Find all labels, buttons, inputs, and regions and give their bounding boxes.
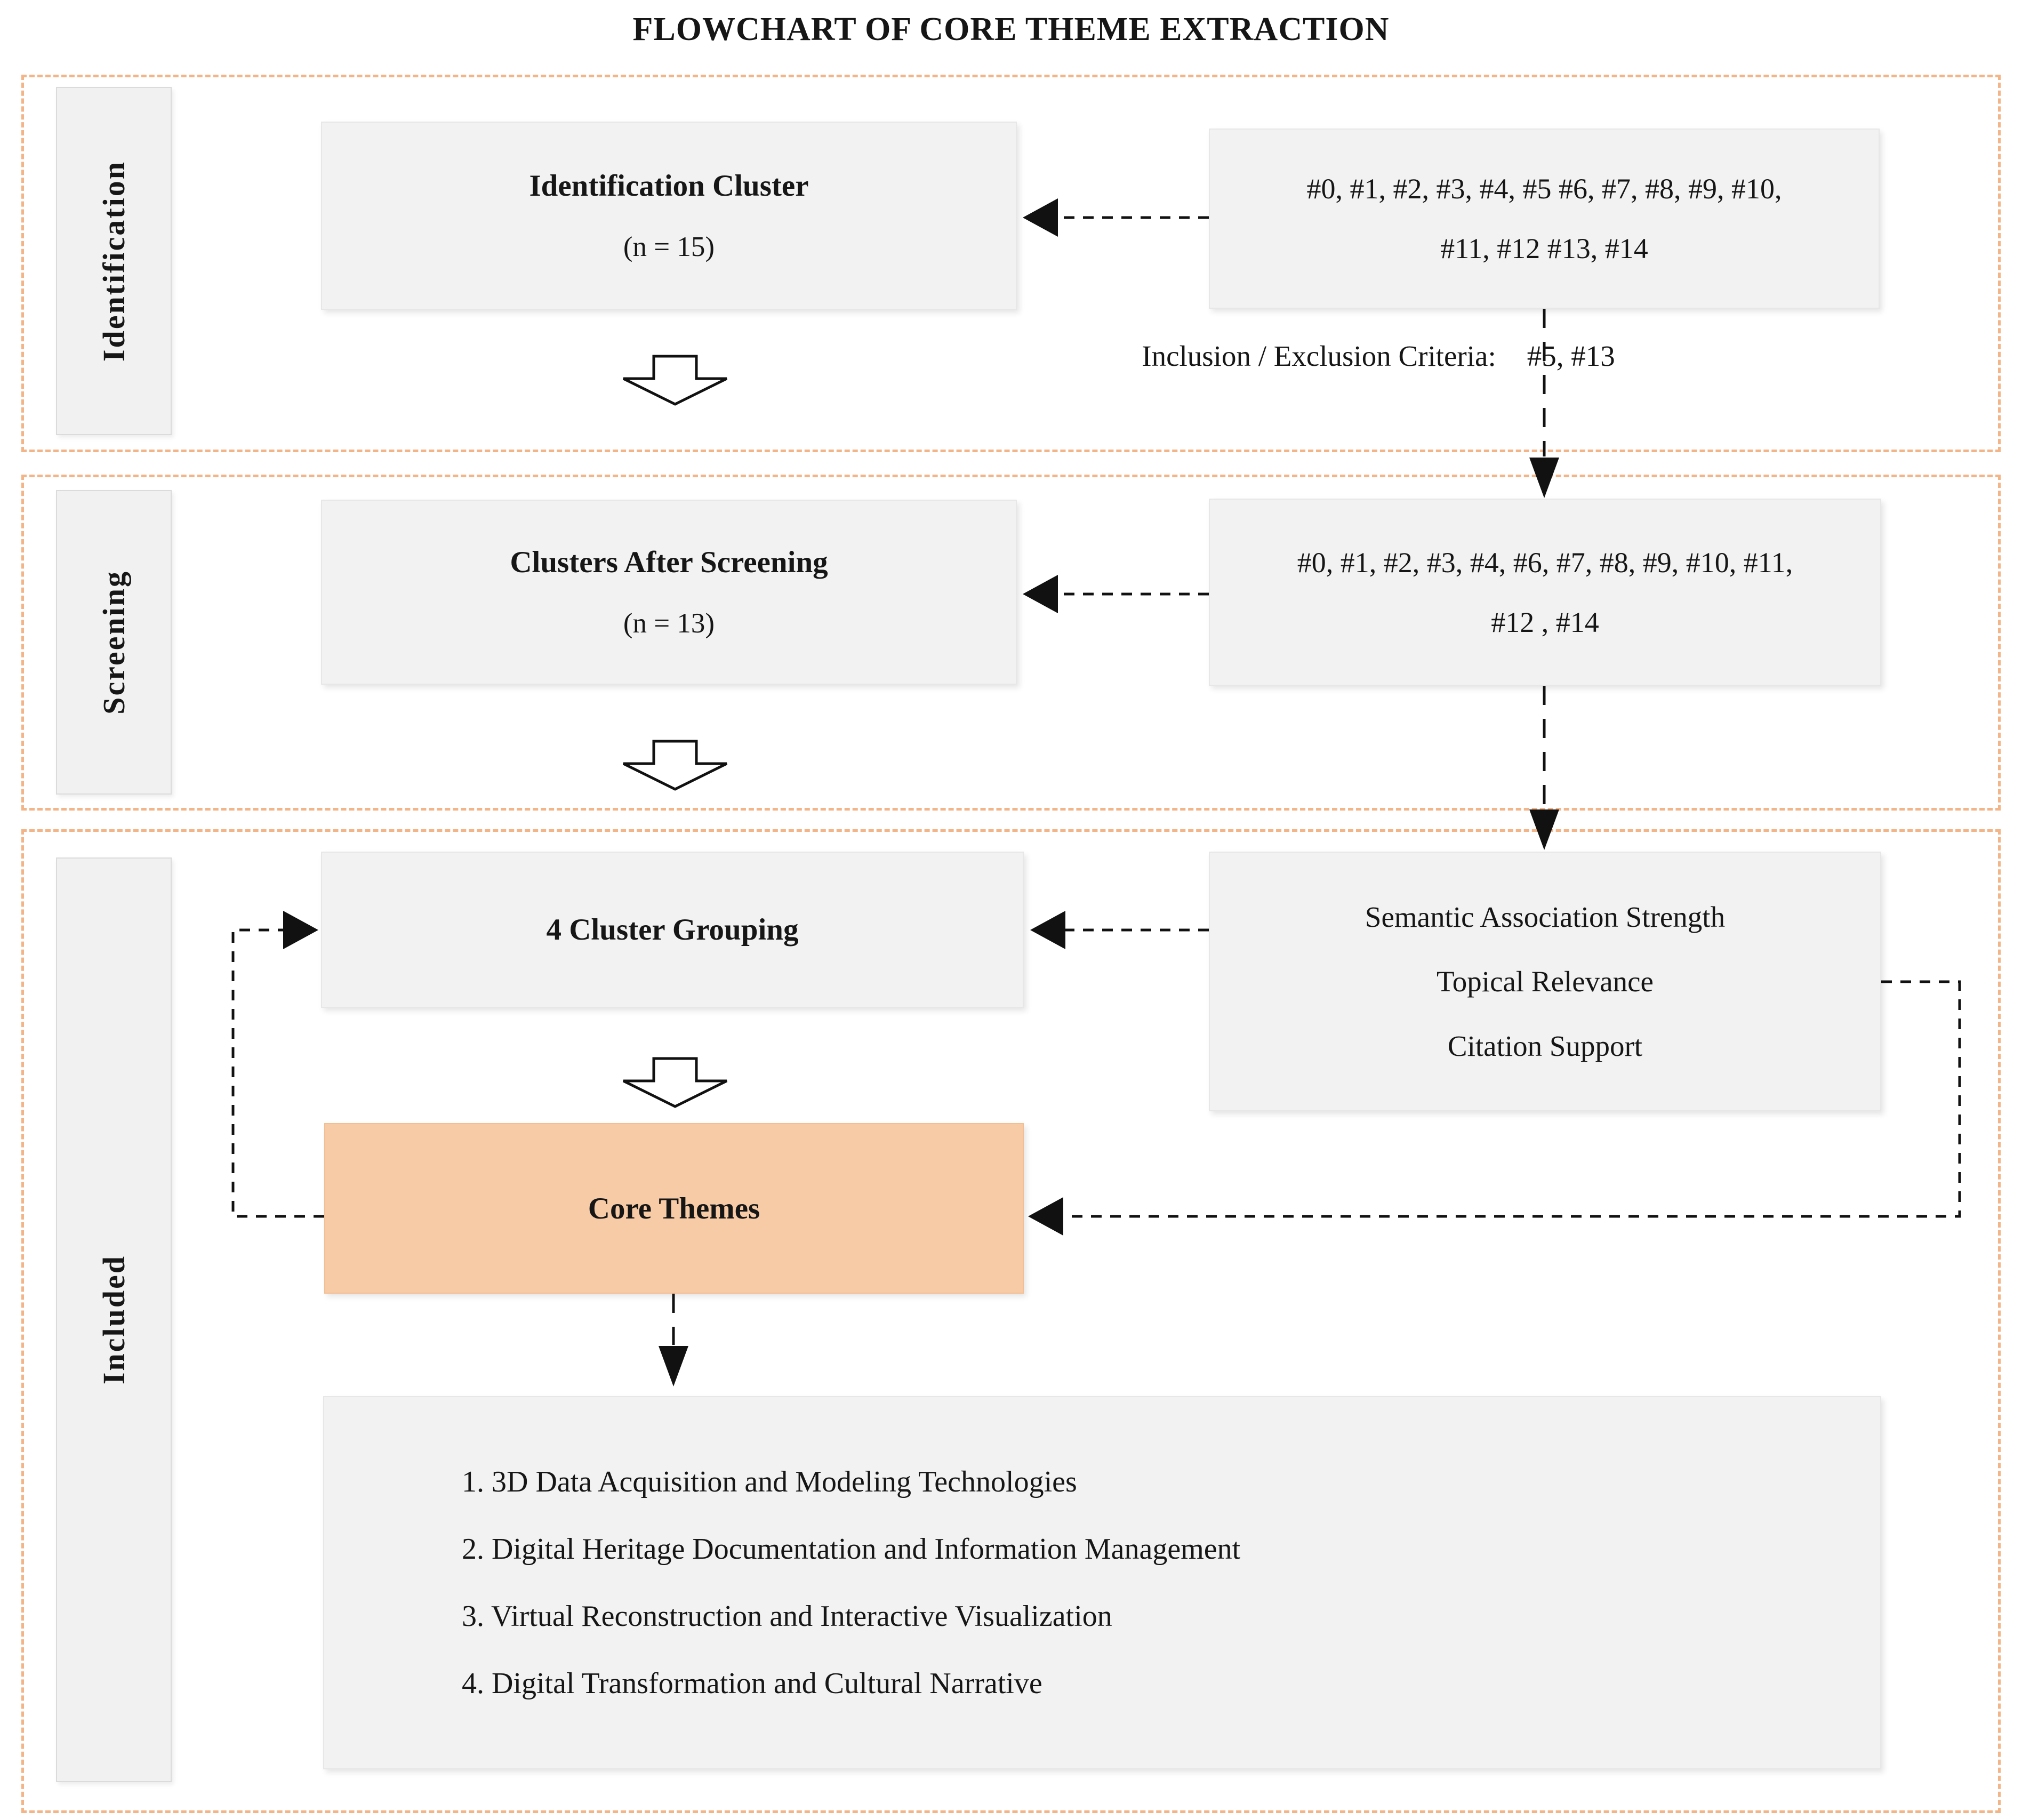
identification-cluster-box: Identification Cluster (n = 15) [321, 122, 1017, 310]
theme-item-4: 4. Digital Transformation and Cultural N… [462, 1667, 1042, 1700]
themes-list-box: 1. 3D Data Acquisition and Modeling Tech… [323, 1396, 1881, 1769]
inclusion-exclusion-criteria: Inclusion / Exclusion Criteria: #5, #13 [1088, 339, 1669, 373]
theme-item-1: 1. 3D Data Acquisition and Modeling Tech… [462, 1465, 1077, 1498]
stage-strip-screening: Screening [56, 490, 172, 795]
criteria-values: #5, #13 [1527, 340, 1615, 372]
screening-cluster-title: Clusters After Screening [510, 546, 828, 579]
identification-cluster-title: Identification Cluster [529, 169, 809, 203]
identification-cluster-count: (n = 15) [623, 231, 715, 262]
stage-strip-identification: Identification [56, 87, 172, 435]
stage-label-screening: Screening [97, 570, 131, 715]
stage-label-identification: Identification [97, 160, 131, 362]
identification-ids-box: #0, #1, #2, #3, #4, #5 #6, #7, #8, #9, #… [1209, 129, 1880, 309]
cluster-grouping-title: 4 Cluster Grouping [546, 913, 799, 947]
screening-cluster-count: (n = 13) [623, 608, 715, 639]
criteria-label: Inclusion / Exclusion Criteria: [1142, 340, 1496, 372]
stage-strip-included: Included [56, 857, 172, 1782]
identification-ids-line1: #0, #1, #2, #3, #4, #5 #6, #7, #8, #9, #… [1306, 173, 1782, 205]
core-themes-title: Core Themes [588, 1191, 760, 1225]
criteria-citation: Citation Support [1447, 1030, 1643, 1062]
page-title: FLOWCHART OF CORE THEME EXTRACTION [632, 11, 1390, 47]
cluster-grouping-box: 4 Cluster Grouping [321, 852, 1024, 1008]
theme-item-2: 2. Digital Heritage Documentation and In… [462, 1533, 1241, 1566]
theme-item-3: 3. Virtual Reconstruction and Interactiv… [462, 1600, 1112, 1633]
screening-ids-line1: #0, #1, #2, #3, #4, #6, #7, #8, #9, #10,… [1297, 546, 1793, 579]
screening-ids-box: #0, #1, #2, #3, #4, #6, #7, #8, #9, #10,… [1209, 499, 1881, 686]
criteria-semantic: Semantic Association Strength [1365, 901, 1726, 933]
criteria-topical: Topical Relevance [1437, 965, 1654, 998]
screening-cluster-box: Clusters After Screening (n = 13) [321, 500, 1017, 685]
screening-ids-line2: #12 , #14 [1491, 606, 1599, 638]
identification-ids-line2: #11, #12 #13, #14 [1440, 232, 1648, 264]
stage-label-included: Included [97, 1255, 131, 1385]
section-screening [21, 475, 2001, 811]
section-included [21, 829, 2001, 1813]
section-identification [21, 75, 2001, 452]
selection-criteria-box: Semantic Association Strength Topical Re… [1209, 852, 1881, 1111]
core-themes-box: Core Themes [324, 1123, 1024, 1294]
